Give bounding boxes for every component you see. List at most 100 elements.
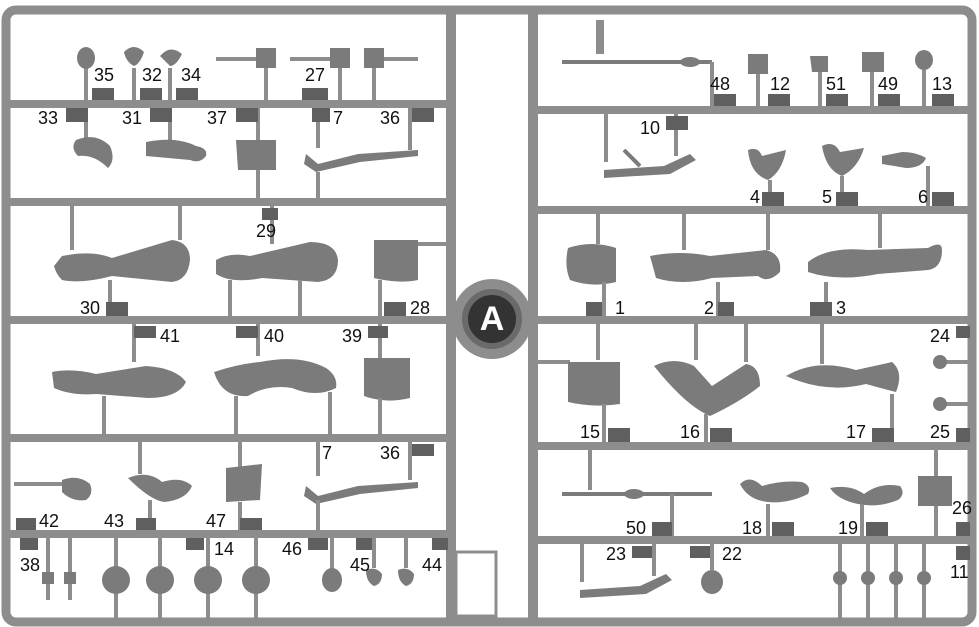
part-3-leg [808, 244, 942, 278]
part-label-34: 34 [181, 65, 202, 85]
right-row-6-parts [580, 544, 931, 620]
part-label-38: 38 [20, 555, 41, 575]
part-17-leg [786, 362, 900, 392]
part-label-2: 2 [704, 298, 715, 318]
part-4-arm [748, 148, 786, 180]
part-label-7-top: 7 [333, 108, 344, 128]
gate-tabs [16, 88, 970, 560]
part-helmet-2 [146, 566, 174, 594]
part-label-45: 45 [350, 555, 371, 575]
part-7-rifle-a [304, 150, 418, 172]
part-label-49: 49 [878, 74, 899, 94]
part-38-a [42, 572, 54, 584]
sprue-letter-badge: A [462, 289, 522, 349]
part-41-leg [52, 366, 186, 398]
part-32 [124, 47, 144, 66]
part-30-leg [54, 240, 190, 282]
part-29 [236, 140, 276, 170]
part-ball-2 [861, 571, 875, 585]
part-34 [160, 49, 182, 66]
part-44-hand [398, 568, 414, 586]
part-42-hand [62, 477, 92, 501]
left-row-6-parts [42, 538, 498, 620]
part-25-a [933, 397, 947, 411]
part-label-29: 29 [256, 221, 277, 241]
part-ball-1 [833, 571, 847, 585]
part-40-leg [214, 359, 337, 397]
part-36-top [364, 48, 384, 68]
part-ball-4 [917, 571, 931, 585]
part-ball-3 [889, 571, 903, 585]
part-2-leg [650, 250, 781, 282]
part-49 [862, 52, 884, 72]
part-51 [810, 56, 828, 72]
part-label-39: 39 [342, 326, 363, 346]
part-label-7-mid: 7 [322, 443, 333, 463]
part-43-hand [128, 474, 192, 502]
runner-left-1 [8, 100, 452, 108]
part-28-torso [374, 240, 418, 282]
part-31 [146, 139, 207, 162]
part-label-1: 1 [615, 298, 626, 318]
part-label-40: 40 [264, 326, 285, 346]
part-label-41: 41 [160, 326, 181, 346]
runner-right-2 [534, 206, 970, 214]
part-label-42: 42 [39, 511, 60, 531]
part-6-hand [882, 152, 926, 168]
part-label-25: 25 [930, 422, 951, 442]
part-18-arm [740, 479, 810, 503]
part-35 [77, 47, 95, 69]
part-helmet-4 [242, 566, 270, 594]
part-label-51: 51 [826, 74, 847, 94]
part-label-3: 3 [836, 298, 847, 318]
right-row-4-parts [536, 324, 970, 444]
part-5-arm [822, 144, 864, 176]
part-33 [73, 137, 113, 168]
part-26 [918, 476, 952, 506]
right-row-5-parts [562, 450, 952, 536]
part-label-17: 17 [846, 422, 867, 442]
part-38-b [64, 572, 76, 584]
part-10-rifle [604, 154, 696, 178]
part-label-26: 26 [952, 498, 973, 518]
right-row-3-parts [566, 214, 942, 318]
right-row-1-parts [562, 20, 933, 106]
part-7-rifle-b [304, 482, 418, 504]
part-label-24: 24 [930, 326, 951, 346]
part-47-torso [226, 464, 262, 502]
part-19-arm [830, 485, 903, 506]
part-16-leg [654, 361, 760, 416]
part-label-48: 48 [710, 74, 731, 94]
part-label-43: 43 [104, 511, 125, 531]
part-label-22: 22 [722, 544, 743, 564]
part-label-16: 16 [680, 422, 701, 442]
part-label-31: 31 [122, 108, 143, 128]
part-22-head [701, 570, 723, 594]
part-27 [330, 48, 350, 68]
sprue-outer-frame [1, 5, 977, 627]
part-label-4: 4 [750, 187, 761, 207]
runner-right-4 [534, 442, 970, 450]
part-37-top [256, 48, 276, 68]
part-45-hand [366, 568, 382, 586]
part-39-torso [364, 358, 410, 401]
part-helmet-1 [102, 566, 130, 594]
part-label-14: 14 [214, 539, 235, 559]
part-label-30: 30 [80, 298, 101, 318]
part-label-13: 13 [932, 74, 953, 94]
left-row-3-parts [54, 206, 448, 318]
part-12 [748, 54, 768, 74]
part-label-19: 19 [838, 518, 859, 538]
runner-left-5 [8, 530, 452, 538]
part-label-47: 47 [206, 511, 227, 531]
part-46-head [322, 568, 342, 592]
part-label-28: 28 [410, 298, 431, 318]
part-label-50: 50 [626, 518, 647, 538]
part-label-12: 12 [770, 74, 791, 94]
part-label-5: 5 [822, 187, 833, 207]
part-label-35: 35 [94, 65, 115, 85]
left-row-4-parts [52, 324, 410, 436]
left-row-1-parts [77, 47, 418, 100]
